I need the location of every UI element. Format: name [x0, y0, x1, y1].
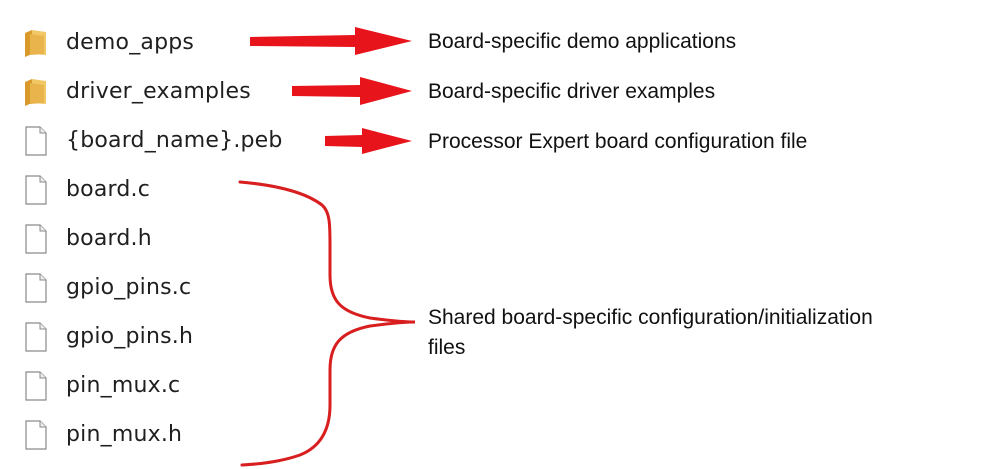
file-icon — [20, 419, 52, 451]
folder-icon — [20, 27, 52, 59]
file-icon — [20, 174, 52, 206]
file-row-driver-examples[interactable]: driver_examples — [20, 67, 320, 116]
file-icon — [20, 223, 52, 255]
file-name: {board_name}.peb — [66, 128, 283, 153]
file-name: board.h — [66, 226, 152, 251]
file-row-gpio-pins-c[interactable]: gpio_pins.c — [20, 263, 320, 312]
file-name: driver_examples — [66, 79, 251, 104]
file-icon — [20, 272, 52, 304]
file-icon — [20, 321, 52, 353]
file-row-pin-mux-h[interactable]: pin_mux.h — [20, 410, 320, 459]
file-name: gpio_pins.h — [66, 324, 194, 349]
file-row-gpio-pins-h[interactable]: gpio_pins.h — [20, 312, 320, 361]
annotation-shared-line2: files — [428, 336, 466, 359]
file-row-demo-apps[interactable]: demo_apps — [20, 18, 320, 67]
annotation-shared: Shared board-specific configuration/init… — [428, 303, 998, 363]
annotation-demo-apps: Board-specific demo applications — [428, 30, 737, 53]
file-name: gpio_pins.c — [66, 275, 192, 300]
file-row-board-peb[interactable]: {board_name}.peb — [20, 116, 320, 165]
file-name: demo_apps — [66, 30, 195, 55]
file-row-board-c[interactable]: board.c — [20, 165, 320, 214]
annotation-peb: Processor Expert board configuration fil… — [428, 130, 808, 153]
file-name: pin_mux.h — [66, 422, 183, 447]
file-icon — [20, 125, 52, 157]
file-name: pin_mux.c — [66, 373, 181, 398]
annotation-driver-examples: Board-specific driver examples — [428, 80, 716, 103]
file-list: demo_apps driver_examples {board_name}.p… — [20, 18, 320, 459]
folder-icon — [20, 76, 52, 108]
file-row-board-h[interactable]: board.h — [20, 214, 320, 263]
file-name: board.c — [66, 177, 151, 202]
file-row-pin-mux-c[interactable]: pin_mux.c — [20, 361, 320, 410]
file-icon — [20, 370, 52, 402]
annotation-shared-line1: Shared board-specific configuration/init… — [428, 306, 873, 329]
